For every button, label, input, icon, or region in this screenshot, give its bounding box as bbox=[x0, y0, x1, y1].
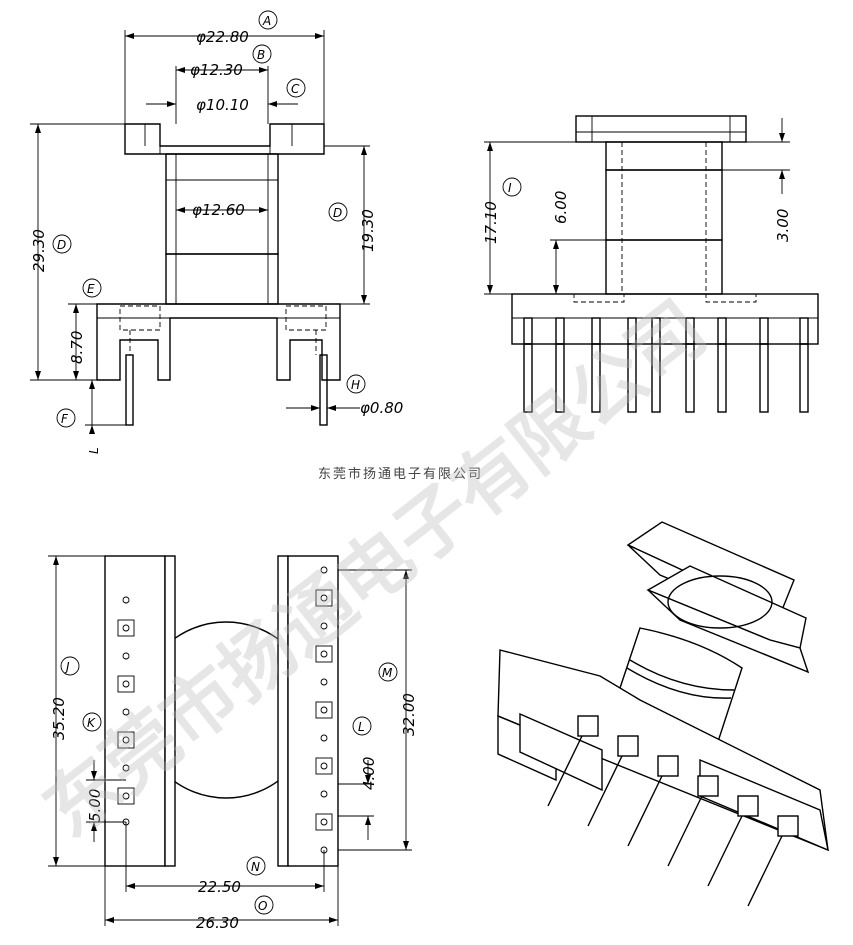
dim-b-value: φ12.30 bbox=[190, 61, 243, 79]
right-notch bbox=[315, 645, 333, 663]
side-pin bbox=[591, 343, 601, 413]
left-pin-hole bbox=[122, 596, 130, 604]
dim-n-value: 22.50 bbox=[198, 878, 241, 896]
dim-l-value: 4.00 bbox=[360, 757, 378, 790]
dim-a-value: φ22.80 bbox=[196, 28, 249, 46]
company-caption: 东莞市扬通电子有限公司 bbox=[318, 466, 483, 482]
dim-d-right-value: 19.30 bbox=[359, 209, 377, 252]
iso-pin bbox=[587, 755, 623, 827]
side-pin-slot bbox=[717, 317, 727, 345]
dim-i-inner-value: 6.00 bbox=[552, 191, 570, 224]
label-i: I bbox=[508, 181, 512, 195]
iso-pin-block bbox=[657, 755, 679, 777]
right-pin-hole bbox=[320, 790, 328, 798]
iso-pins bbox=[547, 715, 799, 907]
right-pin-hole bbox=[320, 566, 328, 574]
side-pin bbox=[627, 343, 637, 413]
left-notch bbox=[117, 675, 135, 693]
iso-pin-block bbox=[737, 795, 759, 817]
left-pin-notches bbox=[117, 596, 135, 826]
iso-pin bbox=[547, 735, 583, 807]
iso-pin bbox=[667, 795, 703, 867]
label-j: J bbox=[64, 660, 70, 674]
left-pin-hole bbox=[122, 624, 130, 632]
dim-inner-value: φ12.60 bbox=[192, 201, 245, 219]
side-view: 17.10 I 6.00 3.00 bbox=[482, 115, 819, 413]
right-pin-hole bbox=[320, 762, 328, 770]
left-pin-hole bbox=[122, 792, 130, 800]
dim-side-offset-value: 3.00 bbox=[774, 209, 792, 242]
iso-pin-block bbox=[577, 715, 599, 737]
left-notch bbox=[117, 787, 135, 805]
iso-pin bbox=[627, 775, 663, 847]
label-l-pin: L bbox=[87, 447, 101, 454]
isometric-view bbox=[497, 521, 829, 907]
iso-pin bbox=[707, 815, 743, 887]
right-pin-hole bbox=[320, 622, 328, 630]
dim-m-value: 32.00 bbox=[400, 693, 418, 736]
label-m: M bbox=[382, 666, 393, 680]
label-n: N bbox=[251, 860, 260, 874]
side-pin-slot bbox=[759, 317, 769, 345]
iso-pin bbox=[747, 835, 783, 907]
side-pin-slot bbox=[523, 317, 533, 345]
label-l: L bbox=[358, 720, 365, 734]
label-a: A bbox=[262, 14, 271, 28]
side-pin bbox=[685, 343, 695, 413]
side-pin bbox=[799, 343, 809, 413]
label-d-right: D bbox=[333, 206, 342, 220]
side-pin bbox=[717, 343, 727, 413]
label-c: C bbox=[291, 82, 300, 96]
dim-h-value: φ0.80 bbox=[360, 399, 403, 417]
right-pin-hole bbox=[320, 678, 328, 686]
dim-e-value: 8.70 bbox=[68, 331, 86, 364]
right-notch bbox=[315, 813, 333, 831]
label-e: E bbox=[87, 282, 95, 296]
side-pins bbox=[523, 317, 809, 413]
right-pin-hole bbox=[320, 650, 328, 658]
right-pin-hole bbox=[320, 734, 328, 742]
dim-o-value: 26.30 bbox=[196, 914, 239, 932]
left-notch bbox=[117, 619, 135, 637]
dim-c-value: φ10.10 bbox=[196, 96, 249, 114]
right-pin-hole bbox=[320, 706, 328, 714]
label-f: F bbox=[61, 412, 69, 426]
label-d-left: D bbox=[57, 238, 66, 252]
dim-i-value: 17.10 bbox=[482, 201, 500, 244]
dim-d-left-value: 29.30 bbox=[30, 229, 48, 272]
left-notch bbox=[117, 731, 135, 749]
right-pin-hole bbox=[320, 594, 328, 602]
left-pin-hole bbox=[122, 764, 130, 772]
right-pin-notches bbox=[315, 566, 333, 854]
side-pin bbox=[651, 343, 661, 413]
side-pin bbox=[759, 343, 769, 413]
left-pin-hole bbox=[122, 680, 130, 688]
side-pin bbox=[523, 343, 533, 413]
dim-k-value: 5.00 bbox=[86, 789, 104, 822]
label-o: O bbox=[258, 899, 267, 913]
right-pin-hole bbox=[320, 818, 328, 826]
label-k: K bbox=[87, 716, 96, 730]
right-notch bbox=[315, 701, 333, 719]
iso-pin-block bbox=[697, 775, 719, 797]
side-pin-slot bbox=[555, 317, 565, 345]
left-pin-hole bbox=[122, 652, 130, 660]
dim-j-value: 35.20 bbox=[50, 697, 68, 740]
iso-pin-block bbox=[777, 815, 799, 837]
label-b: B bbox=[257, 48, 265, 62]
right-notch bbox=[315, 589, 333, 607]
left-pin-hole bbox=[122, 736, 130, 744]
bottom-view: 35.20 J 5.00 K 4.00 L 32.00 M 22.50 N bbox=[48, 555, 418, 932]
side-pin-slot bbox=[799, 317, 809, 345]
side-pin bbox=[555, 343, 565, 413]
right-notch bbox=[315, 757, 333, 775]
left-pin-hole bbox=[122, 708, 130, 716]
iso-pin-block bbox=[617, 735, 639, 757]
label-h: H bbox=[351, 378, 360, 392]
front-view: φ22.80 A φ12.30 B φ10.10 C φ12.60 29.30 … bbox=[30, 10, 403, 454]
